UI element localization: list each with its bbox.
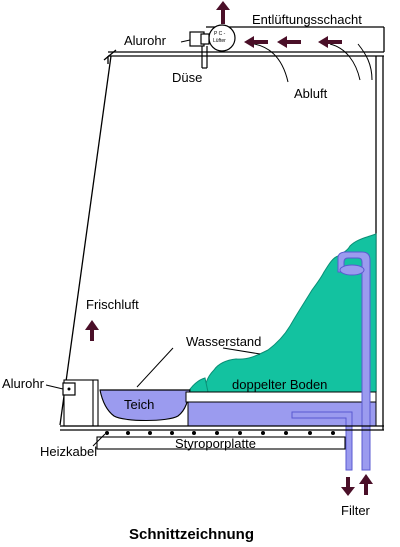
styroporplatte-plate [96,436,346,450]
label-styroporplatte: Styroporplatte [175,436,256,451]
abluft-arrows [244,36,342,48]
label-heizkabel: Heizkabel [40,444,97,459]
label-wasserstand: Wasserstand [186,334,261,349]
label-filter: Filter [341,503,371,518]
abluft-flow-lines [247,42,373,83]
label-alurohr-top: Alurohr [124,33,167,48]
pc-fan: P C - Lüfter [208,24,236,52]
filter-up-arrow [359,474,373,495]
label-alurohr-left: Alurohr [2,376,45,391]
label-duese: Düse [172,70,202,85]
alurohr-left-box [62,382,76,396]
diagram-title: Schnittzeichnung [129,526,254,543]
water-terrain [204,233,377,393]
duese-pipe [201,46,208,69]
heizkabel-dots [105,431,335,435]
label-doppelter-boden: doppelter Boden [232,377,327,392]
label-abluft: Abluft [294,86,328,101]
leader-lines [45,39,261,447]
filter-down-arrow [341,477,355,496]
water-edge-left [187,377,209,393]
label-frischluft: Frischluft [86,297,139,312]
alurohr-top-box [189,31,210,47]
enclosure-frame [59,26,385,430]
label-entlueftungsschacht: Entlüftungsschacht [252,12,362,27]
frischluft-arrow [85,320,99,341]
floor-line [60,425,384,431]
pc-fan-label-2: Lüfter [213,38,226,44]
pc-fan-label-1: P C - [214,31,226,37]
filter-pipe [291,251,371,471]
label-teich: Teich [124,397,154,412]
exhaust-up-arrow [216,1,230,24]
